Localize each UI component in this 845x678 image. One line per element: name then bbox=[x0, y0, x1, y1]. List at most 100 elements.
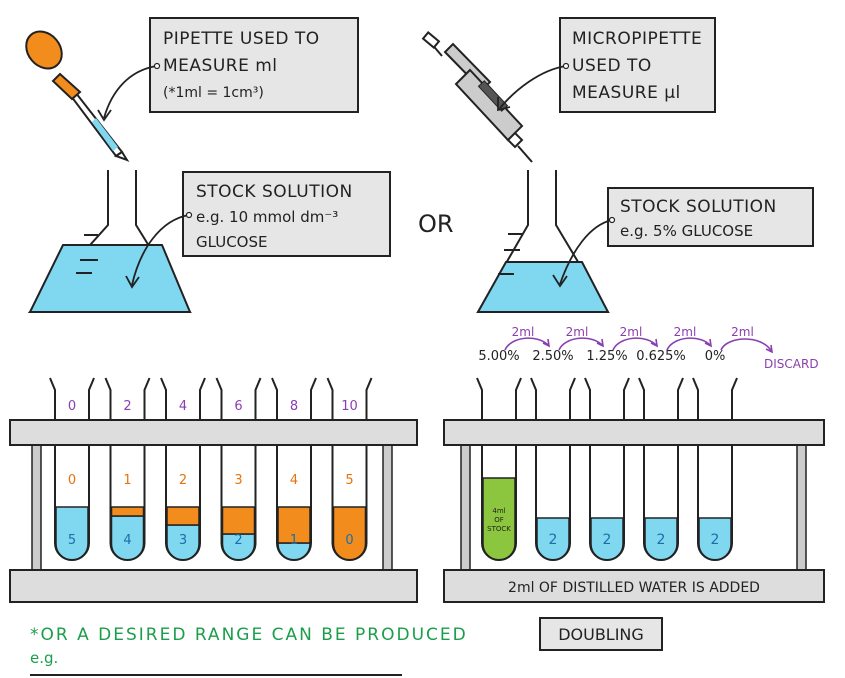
left-tube: 8 4 1 bbox=[271, 377, 317, 561]
test-tube-outline bbox=[584, 377, 630, 561]
left-tube: 6 3 2 bbox=[215, 377, 262, 561]
tube-water-volume-label: 5 bbox=[345, 473, 353, 488]
micro-label-line2: USED TO bbox=[572, 56, 652, 76]
test-tube-outline bbox=[326, 377, 373, 561]
tube-water-volume-label: 3 bbox=[234, 473, 242, 488]
eg-text: e.g. bbox=[30, 649, 58, 667]
tube-total-label: 6 bbox=[234, 399, 242, 414]
tube-total-label: 4 bbox=[179, 399, 187, 414]
stock1-label-line3: GLUCOSE bbox=[196, 233, 268, 251]
distilled-water-liquid bbox=[166, 506, 200, 526]
test-tube-outline bbox=[104, 377, 151, 561]
right-tube: 2 1.25% bbox=[584, 349, 630, 561]
stock-tube-label-line3: STOCK bbox=[487, 525, 511, 533]
doubling-box: DOUBLING bbox=[539, 617, 663, 651]
transfer-arrowhead bbox=[650, 338, 659, 348]
flask-right bbox=[476, 170, 610, 313]
pipette bbox=[25, 30, 130, 162]
pipette-label-line2: MEASURE ml bbox=[163, 56, 278, 76]
tube-stock-volume-label: 1 bbox=[290, 533, 298, 548]
tube-concentration-label: 0.625% bbox=[636, 349, 686, 364]
pipette-arrow bbox=[103, 65, 158, 119]
tube-concentration-label: 0% bbox=[705, 349, 726, 364]
stock-solution-label-box-2: STOCK SOLUTION e.g. 5% GLUCOSE bbox=[607, 187, 814, 247]
tube-water-volume-label: 2 bbox=[549, 532, 558, 548]
transfer-arrow bbox=[666, 337, 712, 351]
tube-water-volume-label: 4 bbox=[290, 473, 298, 488]
footnote-text: *OR A DESIRED RANGE CAN BE PRODUCED bbox=[30, 625, 468, 645]
flask-left bbox=[27, 170, 192, 313]
stock2-label-line2: e.g. 5% GLUCOSE bbox=[620, 222, 753, 240]
distilled-water-label: 2ml OF DISTILLED WATER IS ADDED bbox=[508, 580, 760, 596]
transfer-arrowhead bbox=[765, 344, 774, 354]
test-tube-outline bbox=[638, 377, 684, 561]
tube-total-label: 8 bbox=[290, 399, 298, 414]
tube-stock-volume-label: 3 bbox=[179, 533, 187, 548]
or-text: OR bbox=[418, 210, 454, 238]
right-tube: 2 0% bbox=[692, 349, 738, 561]
stock2-label-line1: STOCK SOLUTION bbox=[620, 197, 777, 217]
transfer-arrowhead bbox=[704, 338, 713, 348]
test-tube-outline bbox=[271, 377, 317, 561]
distilled-water-liquid bbox=[221, 506, 256, 535]
distilled-water-liquid bbox=[110, 506, 145, 517]
tube-concentration-label: 2.50% bbox=[532, 349, 573, 364]
tube-water-volume-label: 2 bbox=[711, 532, 720, 548]
micropipette bbox=[421, 31, 533, 163]
test-tube-outline bbox=[692, 377, 738, 561]
transfer-volume-label: 2ml bbox=[512, 325, 535, 339]
doubling-label: DOUBLING bbox=[558, 625, 644, 644]
transfer-volume-label: 2ml bbox=[620, 325, 643, 339]
transfer-arrows: 2ml 2ml 2ml 2ml 2ml bbox=[504, 325, 774, 354]
micro-label-line1: MICROPIPETTE bbox=[572, 29, 702, 49]
tube-water-volume-label: 2 bbox=[603, 532, 612, 548]
tube-water-volume-label: 0 bbox=[68, 473, 76, 488]
discard-label: DISCARD bbox=[764, 357, 819, 371]
right-tube: 2 2.50% bbox=[530, 349, 576, 561]
transfer-arrow bbox=[612, 337, 658, 351]
pipette-label-box: PIPETTE USED TO MEASURE ml (*1ml = 1cm³) bbox=[149, 17, 359, 113]
pipette-label-line3: (*1ml = 1cm³) bbox=[163, 85, 264, 101]
tube-stock-volume-label: 0 bbox=[345, 533, 353, 548]
stock1-arrow bbox=[131, 214, 190, 286]
stock-tube-label-line2: OF bbox=[494, 516, 504, 524]
transfer-volume-label: 2ml bbox=[731, 325, 754, 339]
tube-concentration-label: 5.00% bbox=[478, 349, 519, 364]
tube-water-volume-label: 1 bbox=[123, 473, 131, 488]
test-tube-outline bbox=[49, 377, 95, 561]
transfer-arrowhead bbox=[542, 338, 551, 348]
test-tube-outline bbox=[476, 377, 522, 561]
tube-concentration-label: 1.25% bbox=[586, 349, 627, 364]
stock2-arrow bbox=[559, 219, 613, 285]
left-tube: 0 0 5 bbox=[49, 377, 95, 561]
right-test-tube-rack: 2ml OF DISTILLED WATER IS ADDED 4mlOFSTO… bbox=[443, 349, 825, 603]
left-tube: 2 1 4 bbox=[104, 377, 151, 561]
transfer-arrowhead bbox=[596, 338, 605, 348]
tube-total-label: 0 bbox=[68, 399, 76, 414]
transfer-volume-label: 2ml bbox=[674, 325, 697, 339]
micropipette-label-box: MICROPIPETTE USED TO MEASURE µl bbox=[559, 17, 716, 113]
stock-tube-label-line1: 4ml bbox=[492, 507, 505, 515]
stock-solution-label-box-1: STOCK SOLUTION e.g. 10 mmol dm⁻³ GLUCOSE bbox=[182, 171, 391, 257]
tube-water-volume-label: 2 bbox=[657, 532, 666, 548]
micropipette-arrow bbox=[499, 65, 567, 109]
tube-stock-volume-label: 2 bbox=[234, 533, 242, 548]
micro-label-line3: MEASURE µl bbox=[572, 83, 681, 103]
pipette-label-line1: PIPETTE USED TO bbox=[163, 29, 320, 49]
tube-total-label: 2 bbox=[123, 399, 131, 414]
test-tube-outline bbox=[530, 377, 576, 561]
stock1-label-line2: e.g. 10 mmol dm⁻³ bbox=[196, 208, 338, 226]
left-tube: 4 2 3 bbox=[160, 377, 206, 561]
transfer-arrow bbox=[558, 337, 604, 351]
transfer-arrow bbox=[720, 338, 773, 353]
tube-stock-volume-label: 4 bbox=[123, 533, 131, 548]
right-tube: 2 0.625% bbox=[636, 349, 686, 561]
transfer-volume-label: 2ml bbox=[566, 325, 589, 339]
test-tube-outline bbox=[215, 377, 262, 561]
tube-stock-volume-label: 5 bbox=[68, 533, 76, 548]
tube-water-volume-label: 2 bbox=[179, 473, 187, 488]
